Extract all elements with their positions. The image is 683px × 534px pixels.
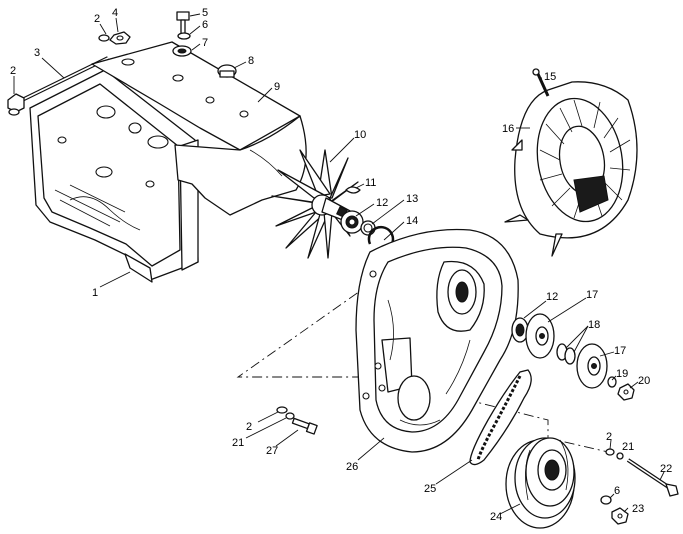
callout-2: 2 [94, 13, 100, 25]
callout-7: 7 [202, 37, 208, 49]
part-belt-housing [355, 228, 519, 453]
part-end-nuts-2b [7, 93, 25, 116]
part-long-bolt-22 [626, 458, 679, 497]
callout-12: 12 [376, 197, 388, 209]
part-washer-2c [276, 406, 288, 414]
callout-5: 5 [202, 7, 208, 19]
part-spacers-18 [556, 343, 576, 365]
part-nut-23 [611, 507, 629, 525]
callout-4: 4 [112, 7, 118, 19]
part-pin [532, 68, 550, 97]
callout-2: 2 [10, 65, 16, 77]
part-plug-8 [217, 64, 237, 78]
part-bearing-top [340, 210, 364, 234]
callout-19: 19 [616, 368, 628, 380]
callout-26: 26 [346, 461, 358, 473]
part-washer-6 [177, 32, 191, 40]
callout-11: 11 [365, 177, 376, 189]
callout-14: 14 [406, 215, 418, 227]
callout-labels: 1 2 2 3 4 5 6 7 8 9 10 11 12 13 14 15 16… [10, 7, 672, 523]
part-key [345, 186, 361, 194]
part-washer-6b [600, 495, 612, 505]
callout-13: 13 [406, 193, 418, 205]
callout-16: 16 [502, 123, 514, 135]
part-v-belt [469, 369, 532, 466]
callout-23: 23 [632, 503, 644, 515]
part-bearing-right [511, 317, 529, 343]
part-pulley-half-a [525, 313, 555, 359]
callout-17: 17 [614, 345, 626, 357]
callout-6: 6 [202, 19, 208, 31]
part-pulley-half-b [576, 343, 608, 389]
callout-6: 6 [614, 485, 620, 497]
callout-3: 3 [34, 47, 40, 59]
leader-lines [13, 13, 665, 515]
part-washer-21a [285, 412, 295, 420]
callout-27: 27 [266, 445, 278, 457]
callout-12: 12 [546, 291, 558, 303]
callout-25: 25 [424, 483, 436, 495]
callout-17: 17 [586, 289, 598, 301]
part-chassis-frame [29, 69, 199, 283]
callout-10: 10 [354, 129, 366, 141]
callout-20: 20 [638, 375, 650, 387]
callout-18: 18 [588, 319, 600, 331]
callout-21: 21 [232, 437, 244, 449]
part-washer-2d [605, 448, 615, 456]
part-bolt-27 [291, 417, 318, 435]
part-nut-4 [109, 31, 131, 45]
part-fan-impeller [271, 149, 359, 259]
callout-15: 15 [544, 71, 556, 83]
part-bolt-5 [176, 11, 190, 35]
part-top-cover [91, 41, 307, 216]
callout-2: 2 [246, 421, 252, 433]
part-washer-19 [607, 376, 617, 388]
part-washer-2a [98, 34, 110, 42]
callout-9: 9 [274, 81, 280, 93]
part-fan-shroud [504, 81, 638, 257]
part-grommet-7 [172, 45, 192, 57]
callout-2: 2 [606, 431, 612, 443]
part-large-pulley [505, 437, 576, 529]
callout-24: 24 [490, 511, 502, 523]
part-washer-21b [616, 452, 624, 460]
callout-8: 8 [248, 55, 254, 67]
callout-21: 21 [622, 441, 634, 453]
callout-1: 1 [92, 287, 98, 299]
callout-22: 22 [660, 463, 672, 475]
